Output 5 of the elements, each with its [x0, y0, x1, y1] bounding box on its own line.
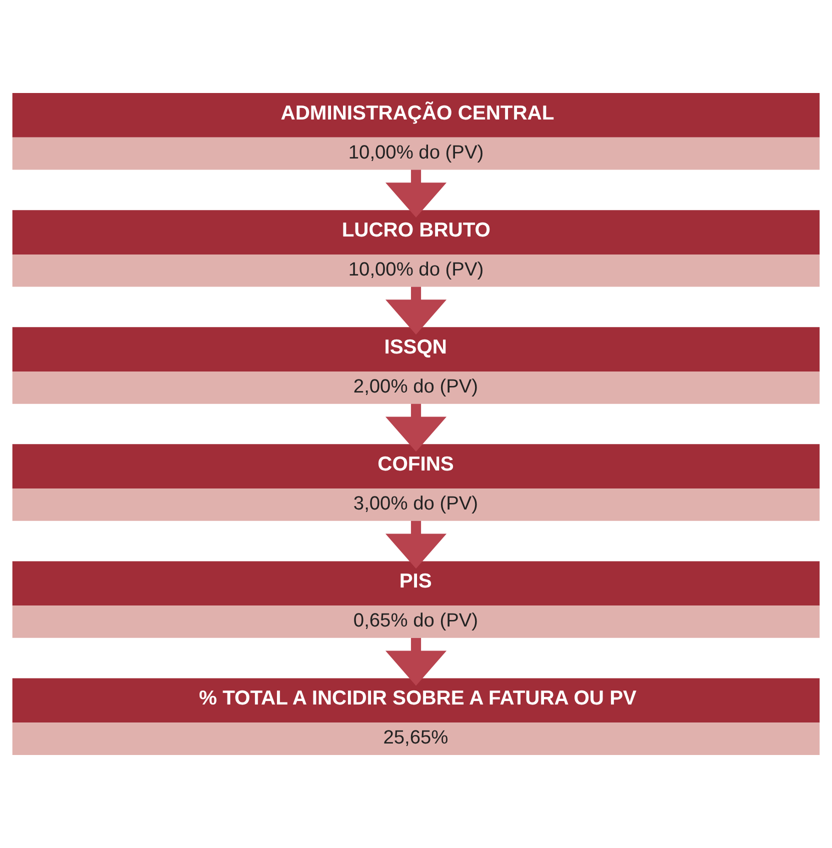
arrow	[385, 404, 447, 452]
arrow	[385, 170, 447, 218]
arrow	[385, 520, 447, 569]
arrow	[385, 638, 447, 686]
arrow	[385, 286, 447, 335]
